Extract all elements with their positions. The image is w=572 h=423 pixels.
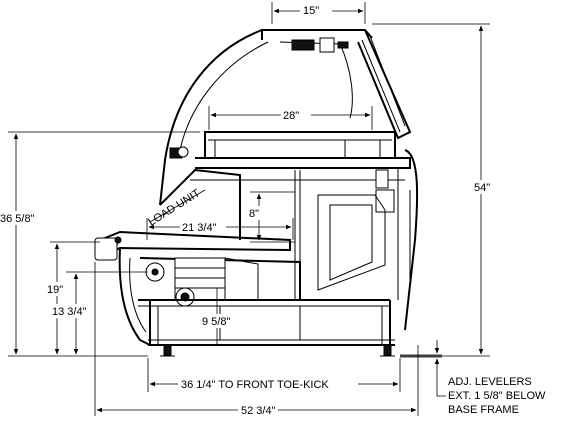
dimension-front-height: 36 5/8"	[0, 131, 200, 357]
dimension-inner-depth: 21 3/4"	[146, 218, 294, 240]
dimension-inner-depth-label: 21 3/4"	[182, 222, 217, 234]
dimension-toe-kick: 36 1/4" TO FRONT TOE-KICK	[147, 358, 401, 392]
dimension-lower-height: 13 3/4"	[50, 271, 148, 355]
dimension-overall-height-label: 54"	[474, 182, 490, 194]
dimension-overall-depth-label: 52 3/4"	[241, 405, 276, 417]
dimension-toe-kick-label: 36 1/4" TO FRONT TOE-KICK	[181, 379, 329, 391]
dimension-left-height: 19"	[46, 241, 100, 355]
dimension-top-width-label: 15"	[303, 5, 319, 17]
dimension-front-height-label: 36 5/8"	[0, 213, 35, 225]
dimension-shelf-depth: 28"	[208, 106, 373, 130]
case-body	[94, 29, 419, 357]
leveler-note-line2: EXT. 1 5/8" BELOW	[448, 390, 546, 402]
dimension-top-width: 15"	[271, 2, 366, 24]
dimension-bottom-depth: 9 5/8"	[185, 288, 236, 345]
leveler-note-line1: ADJ. LEVELERS	[448, 376, 532, 388]
dimension-shelf-depth-label: 28"	[283, 110, 299, 122]
dimension-overall-height: 54"	[372, 23, 498, 357]
leveler-callout: ADJ. LEVELERS EXT. 1 5/8" BELOW BASE FRA…	[400, 340, 546, 416]
dimension-inner-height-label: 8"	[249, 208, 259, 220]
dimension-left-height-label: 19"	[47, 284, 63, 296]
dimension-bottom-depth-label: 9 5/8"	[202, 316, 230, 328]
dimension-lower-height-label: 13 3/4"	[52, 306, 87, 318]
dimension-inner-height: 8"	[248, 191, 295, 243]
leveler-note-line3: BASE FRAME	[448, 404, 519, 416]
